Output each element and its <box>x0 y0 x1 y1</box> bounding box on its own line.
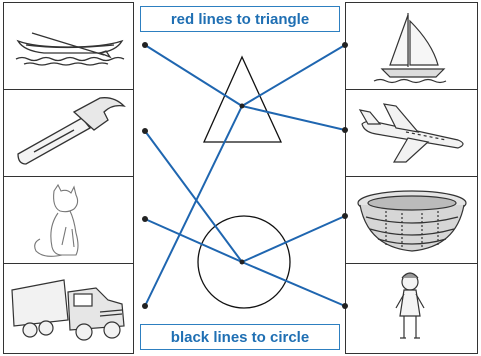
triangle-shape <box>204 57 281 142</box>
line-airplane-to-triangle <box>242 106 345 130</box>
line-cat-to-circle <box>145 219 242 262</box>
dot-basket <box>342 213 348 219</box>
circle-instruction-label: black lines to circle <box>140 324 340 350</box>
triangle-instruction-label: red lines to triangle <box>140 6 340 32</box>
dot-cat <box>142 216 148 222</box>
line-basket-to-circle <box>242 216 345 262</box>
dot-airplane <box>342 127 348 133</box>
line-canoe-to-triangle <box>145 45 242 106</box>
line-hammer-to-circle <box>145 131 242 262</box>
line-girl-to-circle <box>242 262 345 306</box>
dot-circle-center <box>240 260 245 265</box>
dot-triangle-center <box>240 104 245 109</box>
dot-girl <box>342 303 348 309</box>
line-sailboat-to-triangle <box>242 45 345 106</box>
line-truck-to-triangle <box>145 106 242 306</box>
dot-hammer <box>142 128 148 134</box>
dot-sailboat <box>342 42 348 48</box>
dot-canoe <box>142 42 148 48</box>
dot-truck <box>142 303 148 309</box>
